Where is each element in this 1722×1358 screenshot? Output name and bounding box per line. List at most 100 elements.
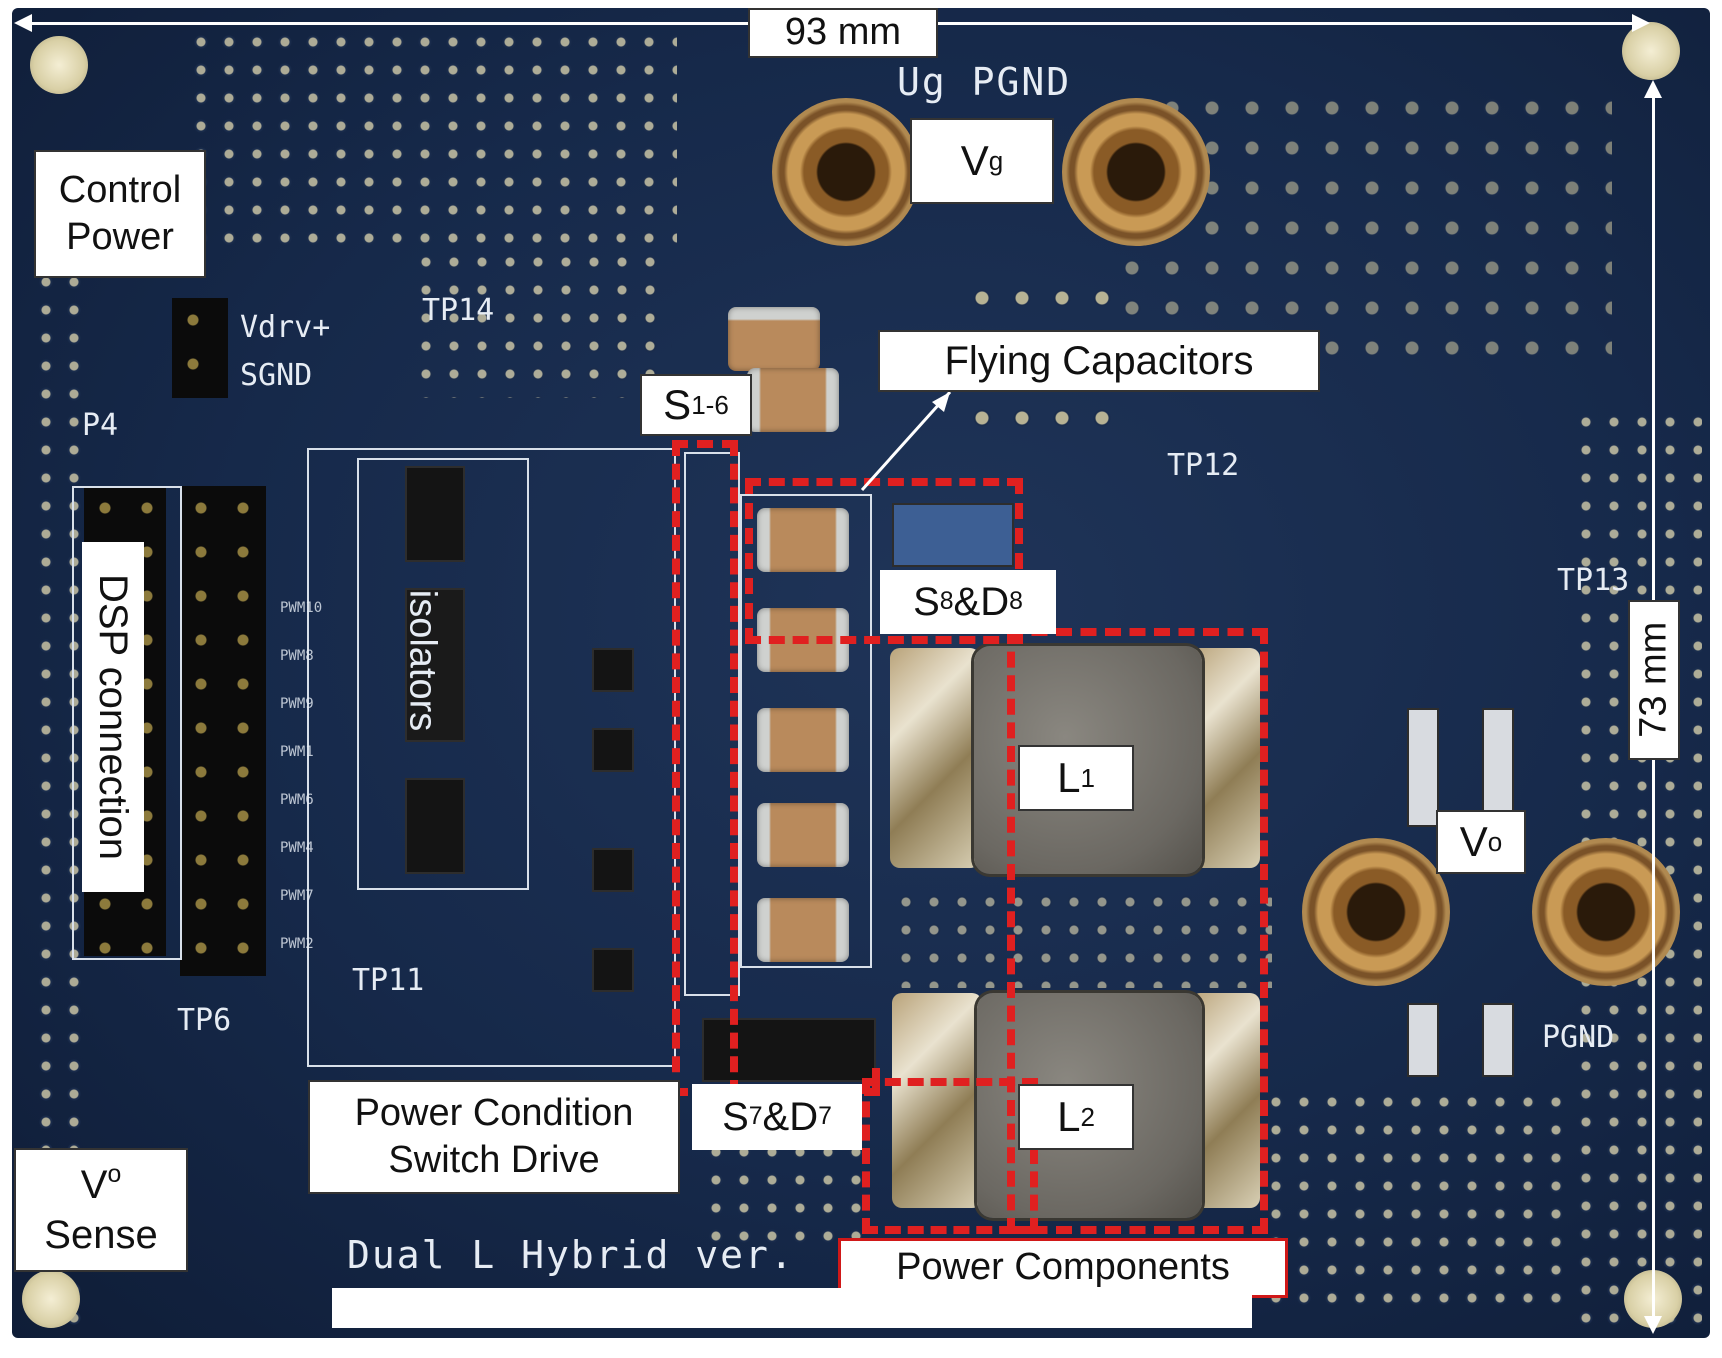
- l1-text: L: [1057, 753, 1081, 801]
- silk-pwm-8: PWM2: [280, 936, 314, 952]
- blank-label-box: [332, 1288, 1252, 1328]
- flying-cap-highlight: [745, 478, 1023, 644]
- vg-connector-j3: [1062, 98, 1210, 246]
- height-arrow-bottom: [1644, 1316, 1662, 1334]
- s8d8-s: S: [913, 580, 940, 624]
- flying-capacitors-arrow: [860, 390, 952, 492]
- isolator-outline: [357, 458, 529, 890]
- silk-p4: P4: [82, 408, 119, 443]
- width-arrow-left: [14, 14, 32, 32]
- s16-sub: 1-6: [691, 389, 729, 420]
- capacitor-cin1: [728, 307, 820, 371]
- power-condition-line2: Switch Drive: [388, 1139, 600, 1181]
- capacitor-cin2: [747, 368, 839, 432]
- vg-connector-j4: [772, 98, 920, 246]
- s7d7-sub2: 7: [818, 1102, 832, 1130]
- flying-capacitors-label: Flying Capacitors: [878, 330, 1320, 392]
- silk-pwm-7: PWM7: [280, 888, 314, 904]
- silk-board-name: Dual L Hybrid ver.: [347, 1233, 795, 1277]
- output-cap-c: [1407, 1003, 1439, 1077]
- flying-cap-outline: [740, 494, 872, 968]
- vg-text: V: [960, 136, 989, 184]
- flying-capacitor-1: [757, 508, 849, 572]
- width-arrow-right: [1632, 14, 1650, 32]
- silk-tp14: TP14: [422, 293, 495, 328]
- l1-sub: 1: [1080, 762, 1095, 793]
- switch-ic-s8: [892, 503, 1014, 567]
- flying-capacitor-5: [757, 898, 849, 962]
- mounting-hole-bottom-left: [22, 1270, 80, 1328]
- silk-tp13: TP13: [1557, 563, 1630, 598]
- via-field-lower-mid: [892, 888, 1272, 988]
- silk-ug-pgnd: Ug PGND: [897, 60, 1072, 104]
- vg-sub: g: [988, 145, 1004, 176]
- height-dimension-label: 73 mm: [1628, 600, 1680, 760]
- width-dimension-label: 93 mm: [748, 8, 938, 58]
- vo-sense-sub: o: [107, 1161, 122, 1188]
- silk-pwm-3: PWM9: [280, 696, 314, 712]
- flying-capacitor-4: [757, 803, 849, 867]
- s7d7-s: S: [722, 1095, 749, 1139]
- via-field-top-center: [412, 248, 672, 398]
- driver-ic-a: [592, 648, 634, 692]
- l1-solder-left: [890, 648, 980, 868]
- isolator-ic-1: [405, 466, 465, 562]
- silk-pwm-4: PWM1: [280, 744, 314, 760]
- pcb-board: Ug PGND Vdrv+ SGND TP14 TP12 TP13 TP11 T…: [12, 8, 1710, 1338]
- isolator-ic-2: [405, 588, 465, 742]
- height-arrow-top: [1644, 80, 1662, 98]
- output-cap-d: [1482, 1003, 1514, 1077]
- silk-sgnd: SGND: [240, 358, 313, 393]
- driver-ic-c: [592, 848, 634, 892]
- silk-pgnd: PGND: [1542, 1020, 1615, 1055]
- s16-outline: [684, 452, 740, 996]
- s16-highlight: [672, 440, 738, 1096]
- isolators-text-wrap: isolators: [395, 560, 449, 760]
- s8d8-sub2: 8: [1009, 587, 1023, 615]
- s16-text: S: [663, 380, 692, 428]
- via-field-bottom-center: [702, 1138, 862, 1248]
- height-dimension-text: 73 mm: [1632, 621, 1675, 739]
- silk-pwm-6: PWM4: [280, 840, 314, 856]
- vo-connector-left: [1302, 838, 1450, 986]
- s7d7-sub1: 7: [748, 1102, 763, 1130]
- mounting-hole-top-left: [30, 36, 88, 94]
- via-field-bottom-right: [1262, 1088, 1562, 1318]
- silk-pwm-2: PWM8: [280, 648, 314, 664]
- s7d7-mid: &D: [762, 1095, 819, 1139]
- silk-pwm-5: PWM6: [280, 792, 314, 808]
- driver-ic-d: [592, 948, 634, 992]
- driver-ic-b: [592, 728, 634, 772]
- isolator-ic-3: [405, 778, 465, 874]
- flying-capacitor-3: [757, 708, 849, 772]
- dsp-connection-text: DSP connection: [91, 573, 135, 861]
- vo-sub: o: [1487, 826, 1503, 857]
- dsp-outline: [72, 486, 182, 960]
- power-pin-header: [172, 298, 228, 398]
- l2-solder-left: [892, 993, 982, 1208]
- silk-tp6: TP6: [177, 1003, 232, 1038]
- isolators-text: isolators: [401, 589, 444, 731]
- silk-vdrv: Vdrv+: [240, 310, 331, 345]
- s8d8-mid: &D: [953, 580, 1010, 624]
- mounting-hole-top-right: [1622, 22, 1680, 80]
- dsp-connection-label: DSP connection: [82, 542, 144, 892]
- control-power-line1: Control: [58, 168, 182, 211]
- via-field-top-left: [187, 28, 677, 248]
- power-condition-line1: Power Condition: [354, 1091, 634, 1134]
- silk-tp12: TP12: [1167, 448, 1240, 483]
- vo-sense-line2: Sense: [44, 1213, 158, 1257]
- output-cap-a: [1407, 708, 1439, 827]
- silk-tp11: TP11: [352, 963, 425, 998]
- vo-sense-v: V: [80, 1163, 108, 1207]
- pwm-pin-header: [180, 486, 266, 976]
- output-cap-b: [1482, 708, 1514, 827]
- s8d8-sub1: 8: [939, 587, 954, 615]
- vo-connector-right: [1532, 838, 1680, 986]
